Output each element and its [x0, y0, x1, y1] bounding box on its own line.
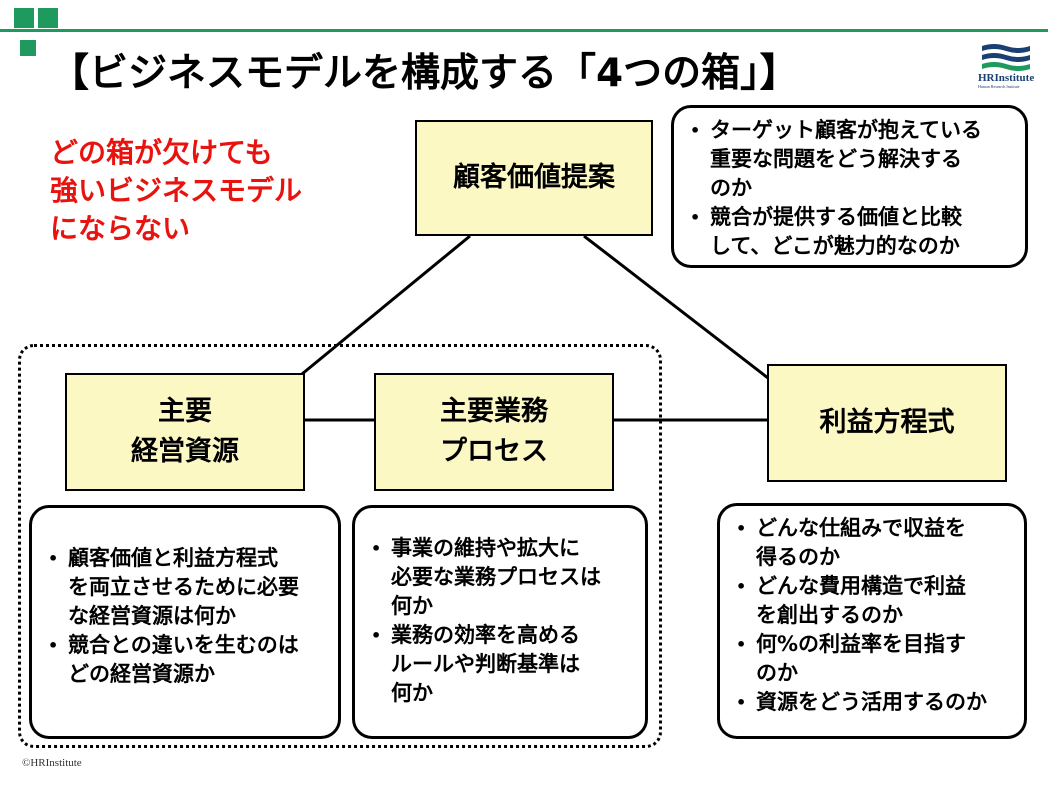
note-line: 業務の効率を高める [391, 623, 580, 647]
note-line: 何か [391, 594, 433, 618]
note-item: どんな費用構造で利益 を創出するのか [734, 572, 1010, 630]
warning-text: どの箱が欠けても 強いビジネスモデル にならない [50, 134, 302, 248]
box-label: 顧客価値提案 [453, 162, 615, 193]
note-item: 競合が提供する価値と比較 して、どこが魅力的なのか [688, 203, 1011, 261]
note-profit-formula: どんな仕組みで収益を 得るのか どんな費用構造で利益 を創出するのか 何%の利益… [717, 503, 1027, 739]
logo-mark-icon [982, 44, 1030, 71]
box-label-line: 経営資源 [131, 436, 239, 467]
note-line: 何%の利益率を目指す [756, 632, 967, 656]
note-item: どんな仕組みで収益を 得るのか [734, 514, 1010, 572]
note-line: のか [710, 176, 752, 200]
note-line: どの経営資源か [68, 662, 215, 686]
warning-line: にならない [50, 212, 191, 245]
note-line: どんな仕組みで収益を [756, 516, 966, 540]
connector-value-profit [583, 234, 769, 380]
box-label-line: 主要 [158, 396, 212, 427]
note-item: 業務の効率を高める ルールや判断基準は 何か [369, 621, 631, 708]
note-line: 顧客価値と利益方程式 [68, 546, 278, 570]
note-line: 得るのか [756, 545, 840, 569]
note-line: 重要な問題をどう解決する [710, 147, 962, 171]
note-line: して、どこが魅力的なのか [710, 234, 960, 258]
logo-text: HRInstitute [978, 72, 1035, 84]
header-line [0, 29, 1048, 32]
note-customer-value: ターゲット顧客が抱えている 重要な問題をどう解決する のか 競合が提供する価値と… [671, 105, 1028, 268]
note-line: 競合が提供する価値と比較 [710, 205, 962, 229]
note-key-process: 事業の維持や拡大に 必要な業務プロセスは 何か 業務の効率を高める ルールや判断… [352, 505, 648, 739]
note-item: 競合との違いを生むのは どの経営資源か [46, 631, 324, 689]
header-square-2 [38, 8, 58, 28]
warning-line: 強いビジネスモデル [50, 174, 303, 207]
box-label-line: 主要業務 [440, 396, 548, 427]
note-line: のか [756, 661, 798, 685]
note-item: 事業の維持や拡大に 必要な業務プロセスは 何か [369, 534, 631, 621]
page-title: 【ビジネスモデルを構成する「4つの箱」】 [50, 51, 799, 96]
internal-group-frame [18, 344, 662, 748]
note-line: 必要な業務プロセスは [391, 565, 601, 589]
box-profit-formula: 利益方程式 [767, 364, 1007, 482]
title-square [20, 40, 36, 56]
note-line: 資源をどう活用するのか [756, 690, 987, 714]
box-label: 利益方程式 [819, 407, 955, 438]
note-line: どんな費用構造で利益 [756, 574, 966, 598]
connector-value-resources [301, 234, 471, 376]
note-key-resources: 顧客価値と利益方程式 を両立させるために必要 な経営資源は何か 競合との違いを生… [29, 505, 341, 739]
note-item: ターゲット顧客が抱えている 重要な問題をどう解決する のか [688, 116, 1011, 203]
warning-line: どの箱が欠けても [50, 136, 273, 169]
note-line: な経営資源は何か [68, 604, 236, 628]
header-square-1 [14, 8, 34, 28]
box-label-line: プロセス [440, 436, 548, 467]
logo-tagline: Human Research Institute [978, 84, 1020, 89]
box-key-resources: 主要 経営資源 [65, 373, 305, 491]
note-item: 資源をどう活用するのか [734, 688, 1010, 717]
note-line: 何か [391, 681, 433, 705]
note-line: を創出するのか [756, 603, 903, 627]
box-customer-value: 顧客価値提案 [415, 120, 653, 236]
note-item: 顧客価値と利益方程式 を両立させるために必要 な経営資源は何か [46, 544, 324, 631]
copyright: ©HRInstitute [22, 757, 82, 769]
note-line: を両立させるために必要 [68, 575, 299, 599]
note-line: ルールや判断基準は [391, 652, 580, 676]
note-line: 競合との違いを生むのは [68, 633, 299, 657]
hrinstitute-logo: HRInstitute Human Research Institute [978, 42, 1038, 92]
box-key-process: 主要業務 プロセス [374, 373, 614, 491]
note-item: 何%の利益率を目指す のか [734, 630, 1010, 688]
note-line: ターゲット顧客が抱えている [710, 118, 982, 142]
note-line: 事業の維持や拡大に [391, 536, 580, 560]
